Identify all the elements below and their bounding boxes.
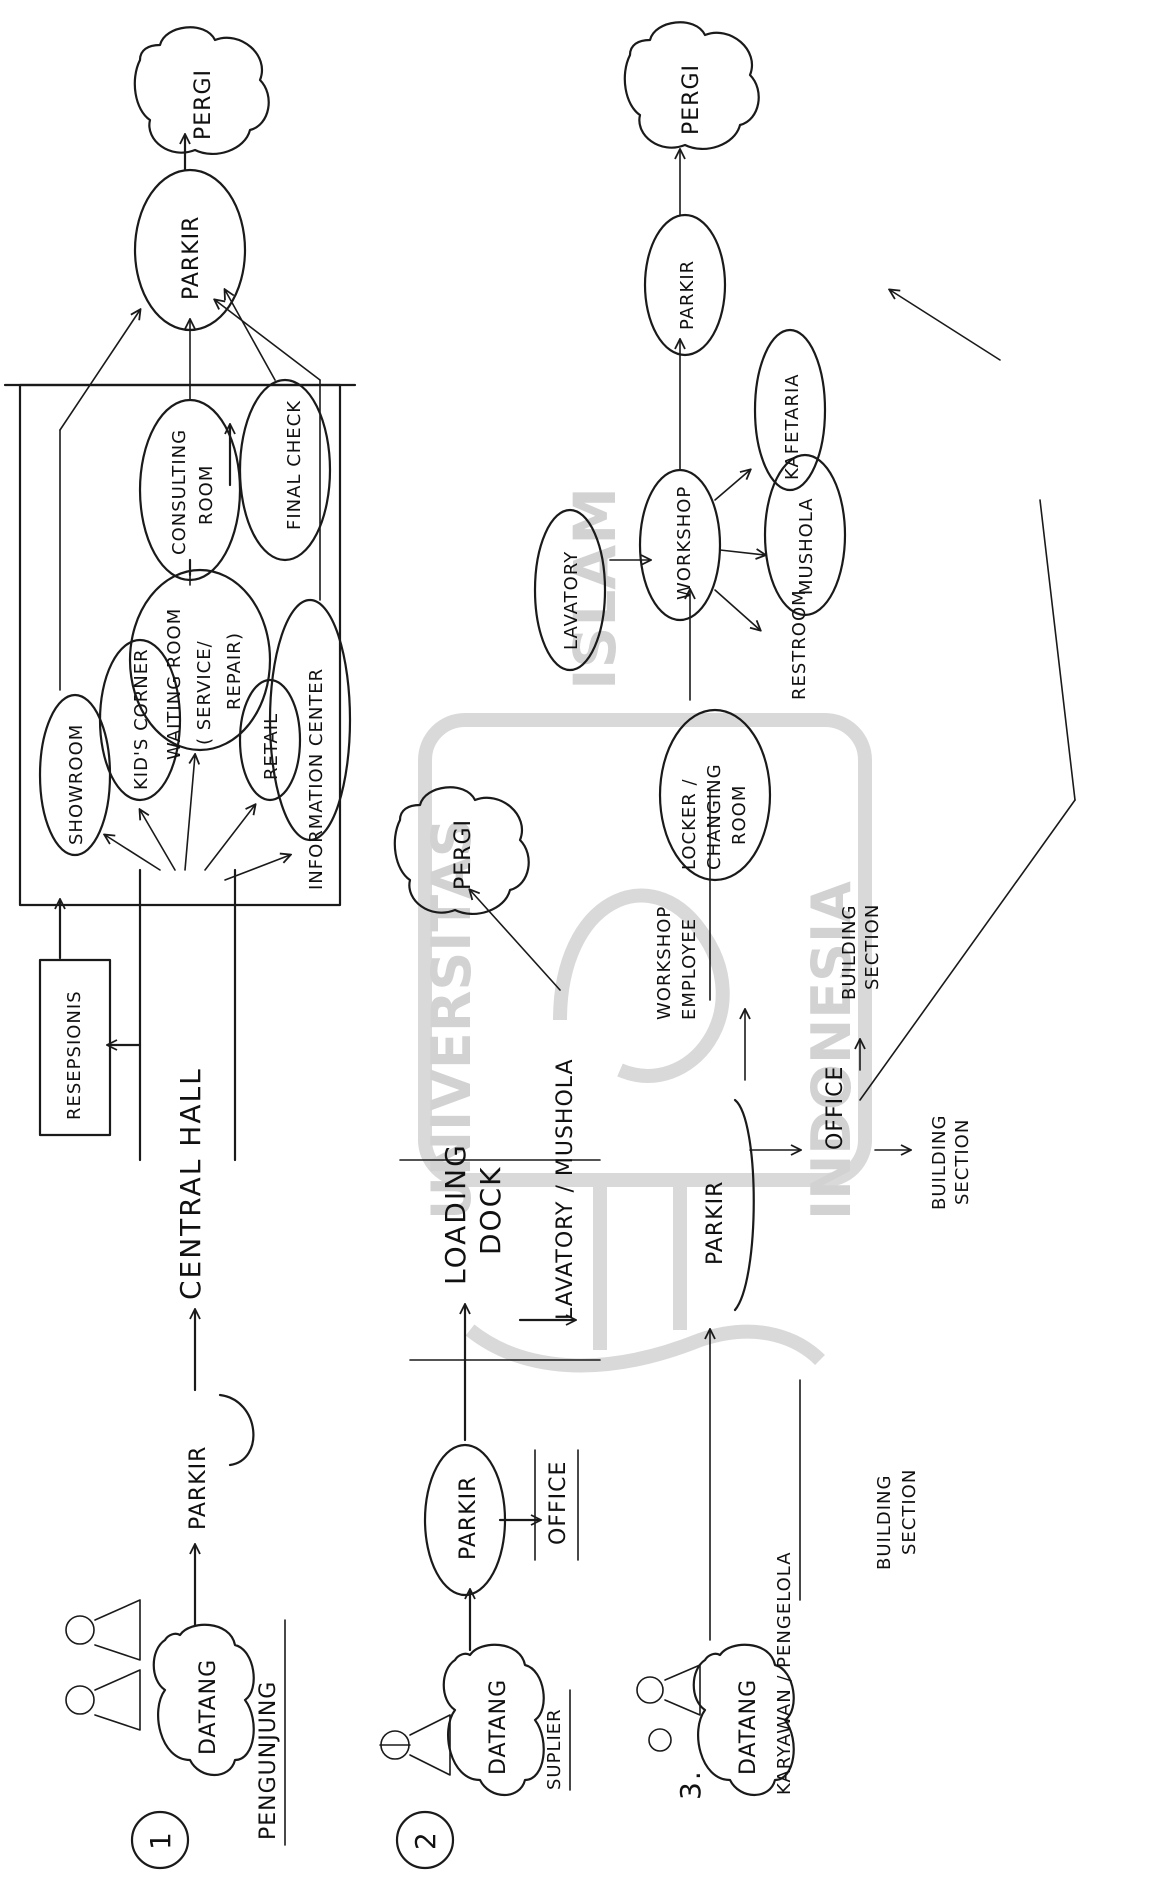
watermark-left-text: UNIVERSITAS [420, 818, 483, 1220]
locker-label-3: ROOM [729, 785, 750, 845]
kafetaria-label: KAFETARIA [782, 373, 803, 480]
watermark-right-text: INDONESIA [800, 881, 863, 1220]
flow-2-lavatory-mushola-label: LAVATORY / MUSHOLA [553, 1058, 578, 1320]
flow-3-parkir-end-label: PARKIR [677, 260, 698, 330]
flow-2-loading-dock-label-1: LOADING [439, 1143, 472, 1285]
information-center-label: INFORMATION CENTER [306, 668, 327, 890]
waiting-room-bubble [128, 568, 272, 752]
flow-3-user-label: KARYAWAN / PENGELOLA [774, 1551, 795, 1795]
flow-3-parkir-end-bubble [643, 213, 727, 357]
lavatory-label: LAVATORY [561, 551, 582, 650]
consulting-room-bubble [138, 398, 242, 582]
flow-1-end-label: PERGI [191, 69, 216, 140]
showroom-label: SHOWROOM [66, 724, 87, 845]
flow-2-parkir-label: PARKIR [456, 1476, 481, 1560]
flow-1-start-cloud [152, 1623, 255, 1776]
flow-2-end-label: PERGI [451, 819, 476, 890]
final-check-label: FINAL CHECK [284, 400, 305, 530]
flow-2-suplier: 2 DATANG SUPLIER PARKIR OFFICE LOADING D… [379, 786, 601, 1870]
university-seal-watermark: ISLAM UNIVERSITAS INDONESIA [418, 487, 872, 1373]
employee-person-icon [636, 1664, 701, 1752]
waiting-room-label-4: ) [224, 632, 245, 640]
flow-3-number: 3. [674, 1769, 707, 1800]
workshop-employee-label-1: WORKSHOP [654, 906, 675, 1020]
consulting-room-label-1: CONSULTING [169, 429, 190, 555]
consulting-room-label-2: ROOM [196, 465, 217, 525]
lavatory-bubble [533, 508, 607, 672]
flow-3-office-label: OFFICE [823, 1066, 848, 1150]
flow-1-end-cloud [133, 26, 270, 155]
restroom-label: RESTROOM [789, 589, 810, 700]
locker-bubble [658, 708, 772, 882]
central-hall-label: CENTRAL HALL [174, 1067, 207, 1300]
mushola-label: MUSHOLA [796, 497, 817, 595]
building-section-3-label-1: BUILDING [874, 1475, 895, 1570]
visitor-person-icon [65, 1599, 141, 1731]
flow-1-start-label: DATANG [196, 1659, 221, 1755]
waiting-room-label-1: WAITING ROOM [164, 608, 185, 760]
flow-1-user-label: PENGUNJUNG [256, 1681, 281, 1840]
flow-2-number-circle [395, 1810, 455, 1870]
flow-2-end-cloud [393, 786, 530, 915]
flow-1-parkir-end-bubble [133, 168, 247, 332]
flow-3-parkir-label: PARKIR [703, 1181, 728, 1265]
information-center-bubble [268, 598, 352, 842]
resepsionis-label: RESEPSIONIS [64, 990, 85, 1120]
flow-2-number: 2 [409, 1830, 442, 1850]
flow-1-parkir-end-label: PARKIR [179, 216, 204, 300]
locker-label-1: LOCKER / [679, 778, 700, 870]
flow-2-user-label: SUPLIER [544, 1708, 565, 1790]
flow-1-parkir-label: PARKIR [186, 1446, 211, 1530]
flow-3-end-label: PERGI [679, 64, 704, 135]
flow-2-start-cloud [442, 1643, 545, 1796]
workshop-employee-label-2: EMPLOYEE [679, 918, 700, 1020]
watermark-top-text: ISLAM [561, 487, 629, 690]
flow-3-karyawan: 3. DATANG KARYAWAN / PENGELOLA PARKIR OF… [533, 21, 1076, 1800]
flow-2-office-label: OFFICE [546, 1461, 571, 1545]
kids-corner-label: KID'S CORNER [131, 648, 152, 790]
final-check-bubble [238, 378, 332, 562]
waiting-room-label-2: ( SERVICE/ [194, 640, 215, 745]
supplier-person-icon [379, 1714, 451, 1776]
flow-2-start-label: DATANG [486, 1679, 511, 1775]
flow-1-number: 1 [144, 1830, 177, 1850]
locker-label-2: CHANGING [704, 763, 725, 870]
flow-1-pengunjung: 1 DATANG PENGUNJUNG PARKIR RESEPSIONIS C… [3, 26, 357, 1870]
building-section-1-label-2: SECTION [862, 904, 883, 990]
workshop-label: WORKSHOP [674, 486, 695, 600]
kafetaria-bubble [753, 328, 827, 492]
flow-1-number-circle [130, 1810, 190, 1870]
building-section-2-label-1: BUILDING [929, 1115, 950, 1210]
building-section-1-label-1: BUILDING [839, 905, 860, 1000]
kids-corner-bubble [98, 638, 182, 802]
waiting-room-label-3: REPAIR [224, 640, 245, 710]
flow-2-loading-dock-label-2: DOCK [474, 1165, 507, 1255]
flow-3-start-label: DATANG [736, 1679, 761, 1775]
building-section-3-label-2: SECTION [899, 1469, 920, 1555]
flow-3-start-cloud [692, 1643, 795, 1796]
mushola-bubble [763, 453, 847, 617]
retail-bubble [238, 678, 302, 802]
flow-3-end-cloud [623, 21, 760, 150]
building-section-2-label-2: SECTION [952, 1119, 973, 1205]
